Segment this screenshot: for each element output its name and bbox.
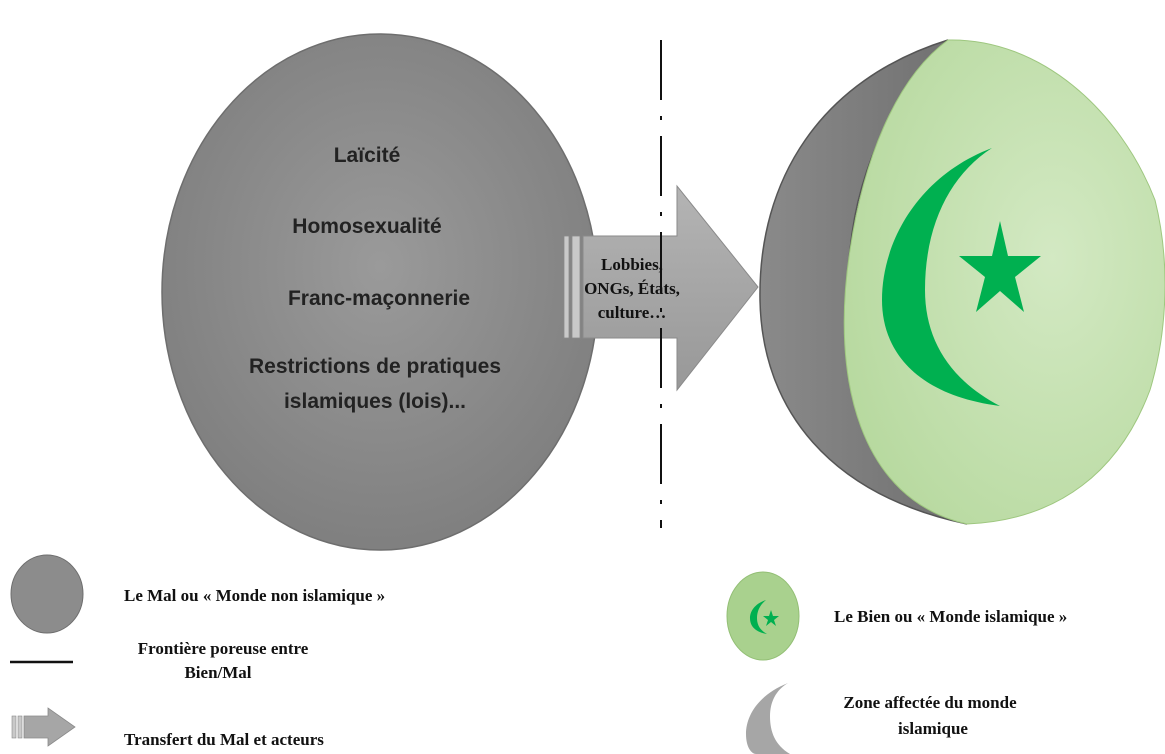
evil-item-homosexualite: Homosexualité [292, 215, 441, 238]
evil-item-restrictions-line1: Restrictions de pratiques [249, 355, 501, 378]
star-icon [959, 221, 1041, 312]
legend-affected-zone-swatch [746, 683, 790, 754]
legend-good-crescent-icon [750, 600, 767, 634]
crescent-icon [882, 148, 1000, 406]
legend-affected-label-line2: islamique [898, 719, 968, 738]
evil-item-restrictions-line2: islamiques (lois)... [284, 390, 466, 413]
evil-item-franc-maconnerie: Franc-maçonnerie [288, 287, 470, 310]
arrow-label-line1: Lobbies, [601, 255, 663, 274]
transfer-arrow [563, 184, 759, 392]
islamic-world-sphere [759, 39, 1165, 525]
legend-transfer-label: Transfert du Mal et acteurs [124, 730, 324, 749]
legend-evil-swatch [10, 554, 84, 634]
legend-border-label-line1: Frontière poreuse entre [138, 639, 309, 658]
legend-transfer-arrow-icon [11, 707, 76, 747]
legend-affected-label-line1: Zone affectée du monde [843, 693, 1017, 712]
legend-good-star-icon [763, 610, 779, 626]
legend-border-label-line2: Bien/Mal [184, 663, 251, 682]
arrow-label-line2: ONGs, États, [584, 279, 680, 298]
arrow-label-line3: culture… [598, 303, 667, 322]
legend-good-label: Le Bien ou « Monde islamique » [834, 607, 1067, 626]
legend-evil-label: Le Mal ou « Monde non islamique » [124, 586, 385, 605]
evil-item-laicite: Laïcité [334, 144, 401, 167]
